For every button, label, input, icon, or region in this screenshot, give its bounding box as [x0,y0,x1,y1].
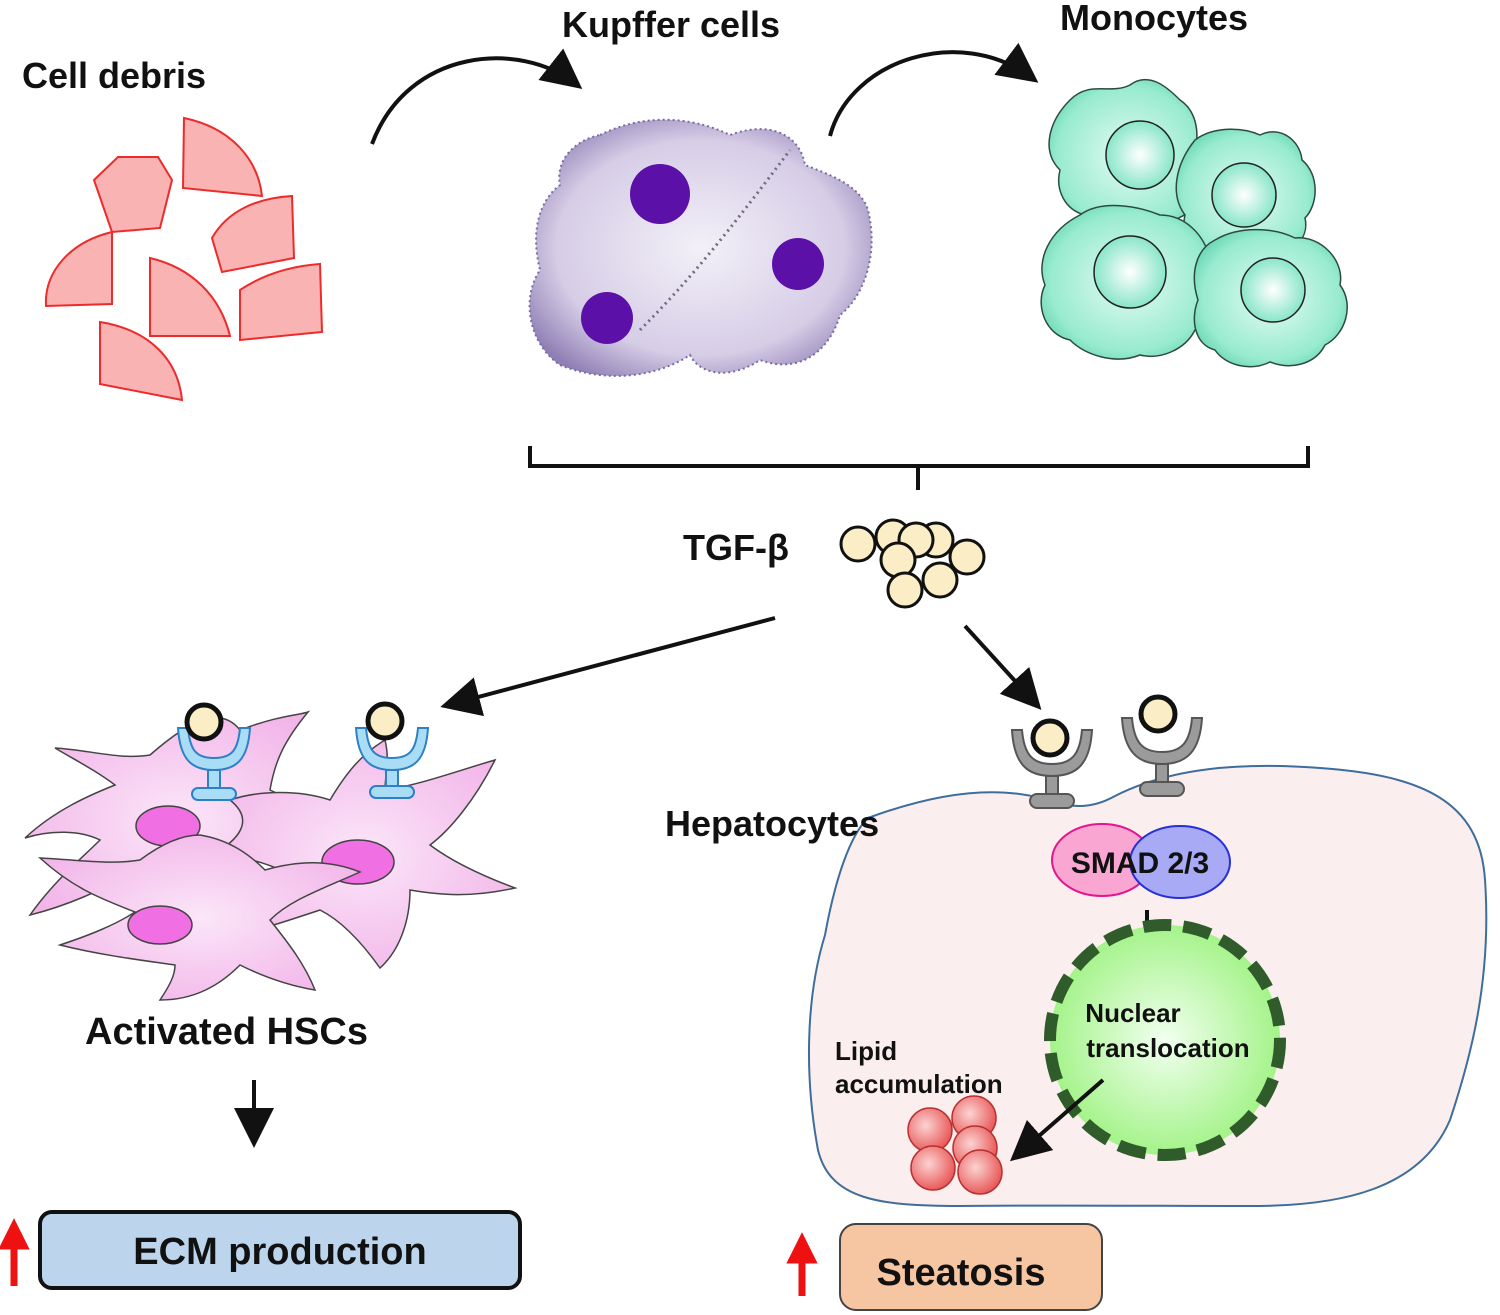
kupffer-cell-body [528,118,873,377]
receptor-grey [1010,729,1094,809]
kupffer-cells-label: Kupffer cells [562,4,780,45]
hsc-receptors [176,727,430,801]
debris-fragment [181,116,264,198]
monocytes-label: Monocytes [1060,0,1248,38]
steatosis-up-arrow [786,1232,818,1296]
debris-fragment [99,320,184,402]
smad-label: SMAD 2/3 [1071,847,1209,880]
ecm-production-label: ECM production [133,1231,426,1273]
debris-fragment [239,262,324,342]
kupffer-nucleus [630,164,690,224]
hepatocytes-label: Hepatocytes [665,803,879,844]
monocyte-nucleus [1240,257,1306,323]
tgf-beta-label: TGF-β [683,527,789,568]
hsc-cell [37,834,362,1001]
lipid-label-line2: accumulation [835,1069,1003,1099]
debris-fragment [92,156,174,234]
nuclear-label-line1: Nuclear [1085,998,1180,1028]
lipid-droplet [907,1107,953,1153]
monocyte-nucleus [1105,120,1175,190]
debris-fragment [210,194,296,274]
steatosis-label: Steatosis [877,1252,1046,1294]
lipid-droplet [910,1145,956,1191]
tgf-beta-particle [921,561,959,599]
receptor-blue [354,727,430,799]
tgf-beta-cluster [839,518,986,609]
lipid-droplet [957,1149,1003,1195]
monocytes [1040,78,1348,368]
arrow-kupffer-to-monocytes [828,42,1039,137]
hsc-nucleus [127,905,193,945]
arrow-tgf-to-hscs [440,616,776,717]
kupffer-nucleus [581,292,633,344]
activated-hscs-label: Activated HSCs [85,1011,368,1053]
tgf-beta-particle [879,541,917,579]
debris-fragment [149,256,232,337]
grouping-bracket [528,446,1310,490]
kupffer-cell-fold [638,149,792,332]
cell-debris-label: Cell debris [22,55,206,96]
tgf-beta-particle [948,538,986,576]
tgf-beta-particle [839,525,877,563]
kupffer-cells [528,118,873,377]
tgf-beta-bound [365,701,405,741]
receptor-blue [176,727,252,801]
debris-fragment [44,230,113,308]
tgf-beta-bound [184,702,224,742]
lipid-label-line1: Lipid [835,1036,897,1066]
lipid-droplets [907,1095,1003,1195]
activated-hscs [24,710,518,1001]
arrow-debris-to-kupffer [370,48,583,145]
arrow-tgf-to-hepatocytes [963,624,1042,710]
receptor-grey [1120,717,1204,797]
cell-debris-fragments [44,116,324,402]
ecm-up-arrow [0,1218,30,1286]
nuclear-label-line2: translocation [1086,1033,1249,1063]
ecm-production-box [38,1210,522,1290]
tgf-beta-particle [886,571,924,609]
arrow-nucleus-to-lipid [1009,1078,1105,1162]
kupffer-nucleus [772,238,824,290]
tgf-beta-bound [1030,718,1070,758]
monocyte-nucleus [1211,162,1277,228]
hepatocyte-receptors [1010,717,1204,809]
nucleus [1044,919,1286,1161]
smad-blue-subunit [1129,825,1231,899]
steatosis-box [839,1223,1103,1311]
tgf-beta-bound [1138,694,1178,734]
monocyte-nucleus [1093,235,1167,309]
